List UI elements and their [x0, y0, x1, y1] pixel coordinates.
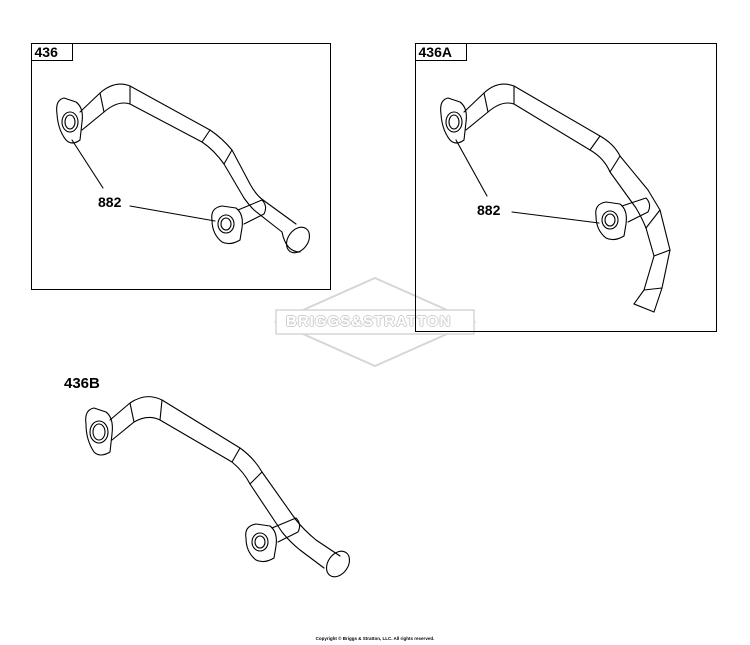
watermark-text: BRIGGS&STRATTON — [286, 313, 452, 330]
copyright-footer: Copyright © Briggs & Stratton, LLC. All … — [315, 636, 435, 641]
callout-882-panel-436: 882 — [98, 194, 122, 210]
leader-line-436a-lower — [511, 211, 600, 224]
panel-label-436a: 436A — [414, 42, 467, 61]
pipe-436b-drawing — [85, 396, 351, 578]
part-label-436b: 436B — [64, 375, 100, 392]
panel-label-436: 436 — [30, 42, 73, 61]
callout-882-panel-436a: 882 — [477, 202, 501, 218]
pipe-436-drawing — [56, 83, 311, 254]
panel-436: 436 — [30, 42, 331, 290]
leader-line-436-lower — [129, 205, 216, 222]
panel-436a: 436A — [414, 42, 717, 332]
pipe-436a-drawing — [440, 83, 671, 313]
leader-line-436-upper — [71, 139, 104, 189]
leader-line-436a-upper — [455, 139, 488, 197]
